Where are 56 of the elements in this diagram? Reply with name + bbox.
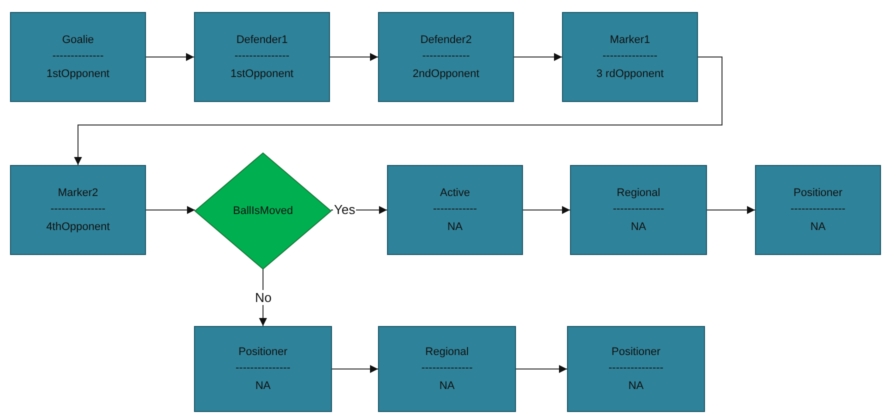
- divider-text: --------------: [52, 48, 104, 64]
- node-value: NA: [439, 378, 455, 394]
- node-value: 1stOpponent: [46, 66, 110, 82]
- arrow: [330, 53, 378, 61]
- process-box: [378, 326, 516, 412]
- node-value: NA: [255, 378, 271, 394]
- process-box: [194, 12, 330, 102]
- divider-text: --------------: [421, 360, 473, 376]
- node-value: 4thOpponent: [46, 220, 110, 234]
- arrow: [146, 53, 194, 61]
- node-value: NA: [628, 378, 644, 394]
- node-title: Positioner: [794, 186, 842, 200]
- divider-text: ---------------: [234, 48, 290, 64]
- process-box: [567, 326, 705, 412]
- node-title: Goalie: [62, 32, 94, 48]
- divider-text: ------------: [433, 202, 477, 216]
- node-value: 1stOpponent: [230, 66, 294, 82]
- node-title: Defender1: [236, 32, 288, 48]
- node-title: Regional: [425, 344, 469, 360]
- process-box: [570, 165, 707, 255]
- process-box: [755, 165, 881, 255]
- process-box: [387, 165, 523, 255]
- edge-label: No: [254, 290, 273, 304]
- node-title: Marker1: [610, 32, 650, 48]
- divider-text: -------------: [422, 48, 470, 64]
- divider-text: ---------------: [236, 360, 290, 376]
- process-box: [562, 12, 698, 102]
- arrow: [74, 56, 722, 166]
- process-box: [10, 12, 146, 102]
- node-title: Regional: [616, 186, 660, 200]
- arrow: [332, 365, 378, 373]
- divider-text: --------------: [612, 202, 664, 216]
- divider-text: ---------------: [602, 48, 658, 64]
- node-title: Positioner: [238, 344, 288, 360]
- arrow: [516, 365, 568, 373]
- arrow: [706, 206, 756, 214]
- node-value: 2ndOpponent: [412, 66, 480, 82]
- node-title: Active: [440, 186, 470, 200]
- divider-text: ---------------: [790, 202, 846, 216]
- node-title: Defender2: [420, 32, 472, 48]
- node-value: NA: [447, 220, 463, 234]
- process-box: [10, 165, 146, 255]
- arrow: [522, 206, 570, 214]
- node-value: NA: [630, 220, 646, 234]
- node-title: Marker2: [58, 186, 98, 200]
- arrow: [146, 206, 196, 214]
- process-box: [194, 326, 332, 412]
- arrow: [514, 53, 562, 61]
- node-value: NA: [810, 220, 826, 234]
- divider-text: ---------------: [50, 202, 106, 216]
- node-title: Positioner: [612, 344, 660, 360]
- process-box: [378, 12, 514, 102]
- node-value: 3 rdOpponent: [596, 66, 664, 82]
- divider-text: ---------------: [608, 360, 664, 376]
- edge-label: Yes: [333, 202, 356, 217]
- node-title: BallIsMoved: [233, 204, 293, 218]
